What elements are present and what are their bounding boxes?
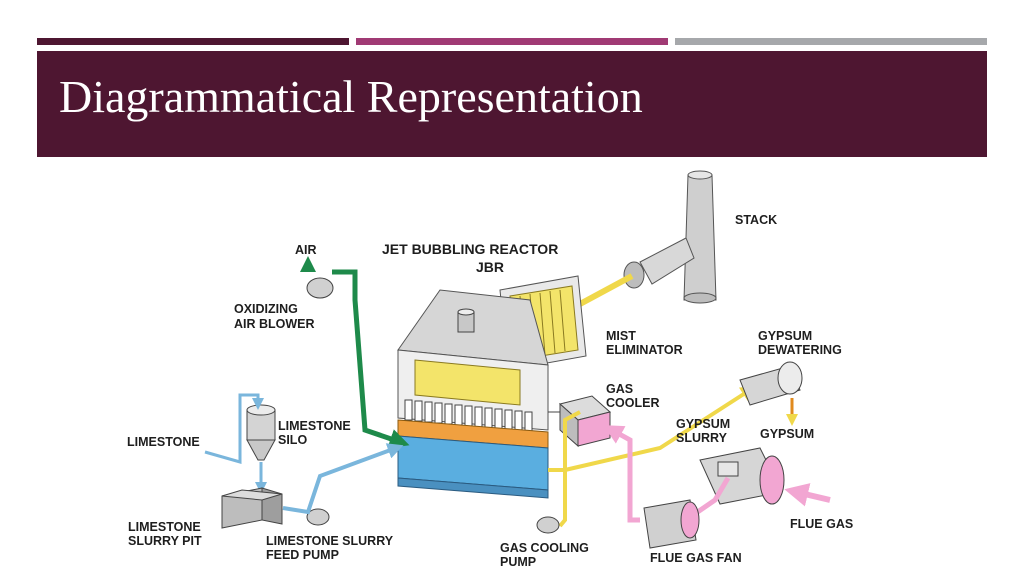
gas-cooling-pipe bbox=[548, 410, 581, 472]
label-mist-line1: MIST bbox=[606, 329, 636, 343]
label-flue-gas-fan: FLUE GAS FAN bbox=[650, 551, 742, 565]
label-gypsum-slurry-line1: GYPSUM bbox=[676, 417, 730, 431]
label-slurry-pit-line1: LIMESTONE bbox=[128, 520, 201, 534]
flue-gas-duct bbox=[699, 447, 785, 505]
gypsum-slurry-line bbox=[564, 385, 757, 472]
label-feed-pump-line1: LIMESTONE SLURRY bbox=[266, 534, 394, 548]
label-jbr-abbrev: JBR bbox=[476, 259, 504, 275]
label-flue-gas: FLUE GAS bbox=[790, 517, 853, 531]
oxidizing-air-blower bbox=[300, 256, 334, 299]
label-oxidizing-line2: AIR BLOWER bbox=[234, 317, 315, 331]
label-gypsum-dewatering-line2: DEWATERING bbox=[758, 343, 842, 357]
label-gypsum-dewatering-line1: GYPSUM bbox=[758, 329, 812, 343]
label-stack: STACK bbox=[735, 213, 777, 227]
flue-gas-in-arrow bbox=[784, 483, 831, 507]
label-limestone-silo-line1: LIMESTONE bbox=[278, 419, 351, 433]
gas-cooler bbox=[558, 395, 612, 448]
limestone-slurry-feed-pump bbox=[306, 508, 330, 526]
cooling-pump-line bbox=[558, 470, 567, 528]
label-jbr-title: JET BUBBLING REACTOR bbox=[382, 241, 558, 257]
header-accent-bar-3 bbox=[675, 38, 987, 45]
label-feed-pump-line2: FEED PUMP bbox=[266, 548, 339, 562]
limestone-feed-line bbox=[204, 393, 264, 464]
label-oxidizing-line1: OXIDIZING bbox=[234, 302, 298, 316]
limestone-silo bbox=[246, 404, 276, 461]
label-air: AIR bbox=[295, 243, 317, 257]
title-banner: Diagrammatical Representation bbox=[37, 51, 987, 157]
gas-cooling-pump bbox=[536, 516, 560, 534]
label-gas-cooler-line1: GAS bbox=[606, 382, 633, 396]
label-gas-cooler-line2: COOLER bbox=[606, 396, 659, 410]
jet-bubbling-reactor bbox=[397, 289, 549, 499]
stack-duct bbox=[578, 237, 695, 307]
flue-gas-fan bbox=[643, 499, 700, 549]
label-gas-cooling-pump-line1: GAS COOLING bbox=[500, 541, 589, 555]
slurry-line bbox=[282, 443, 404, 515]
air-pipe bbox=[332, 269, 410, 449]
label-gas-cooling-pump-line2: PUMP bbox=[500, 555, 536, 569]
slide-title: Diagrammatical Representation bbox=[59, 71, 643, 122]
label-slurry-pit-line2: SLURRY PIT bbox=[128, 534, 202, 548]
label-gypsum-slurry-line2: SLURRY bbox=[676, 431, 728, 445]
gypsum-dewatering-unit bbox=[739, 361, 803, 406]
label-limestone: LIMESTONE bbox=[127, 435, 200, 449]
header-accent-bar-1 bbox=[37, 38, 349, 45]
label-limestone-silo-line2: SILO bbox=[278, 433, 307, 447]
header-accent-bar-2 bbox=[356, 38, 668, 45]
flue-gas-to-cooler bbox=[603, 425, 640, 523]
label-gypsum: GYPSUM bbox=[760, 427, 814, 441]
label-mist-line2: ELIMINATOR bbox=[606, 343, 683, 357]
stack-chimney bbox=[683, 170, 717, 304]
limestone-slurry-pit bbox=[221, 487, 283, 529]
